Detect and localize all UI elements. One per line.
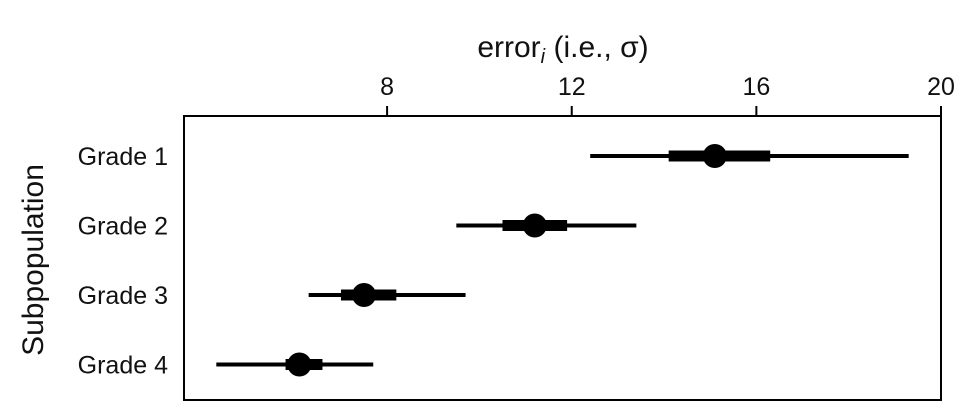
point-estimate-3 <box>352 283 377 307</box>
x-axis-title-main: error <box>477 31 540 64</box>
interval-row-2 <box>456 213 637 238</box>
category-label-3: Grade 3 <box>78 282 168 310</box>
x-tick-label-8: 8 <box>380 73 394 101</box>
interval-marks <box>216 144 909 377</box>
point-estimate-4 <box>287 352 312 377</box>
x-tick-label-20: 20 <box>927 73 955 101</box>
category-labels: Grade 1 Grade 2 Grade 3 Grade 4 <box>78 143 168 380</box>
interval-row-1 <box>590 144 909 168</box>
x-axis-title: errori (i.e., σ) <box>477 31 648 68</box>
category-label-2: Grade 2 <box>78 213 168 241</box>
x-axis-title-group: errori (i.e., σ) <box>477 31 648 68</box>
category-label-1: Grade 1 <box>78 143 168 171</box>
point-estimate-1 <box>702 144 727 168</box>
y-axis-title: Subpopulation <box>17 164 50 356</box>
interval-row-4 <box>216 352 374 377</box>
x-tick-label-16: 16 <box>742 73 770 101</box>
x-axis-title-subscript: i <box>541 46 546 68</box>
x-axis-ticks: 8 12 16 20 <box>380 73 955 116</box>
plot-frame <box>183 115 942 401</box>
x-axis-title-suffix: (i.e., σ) <box>545 31 649 64</box>
x-tick-label-12: 12 <box>558 73 586 101</box>
point-estimate-2 <box>522 213 547 238</box>
interval-row-3 <box>308 283 466 307</box>
category-label-4: Grade 4 <box>78 352 168 380</box>
